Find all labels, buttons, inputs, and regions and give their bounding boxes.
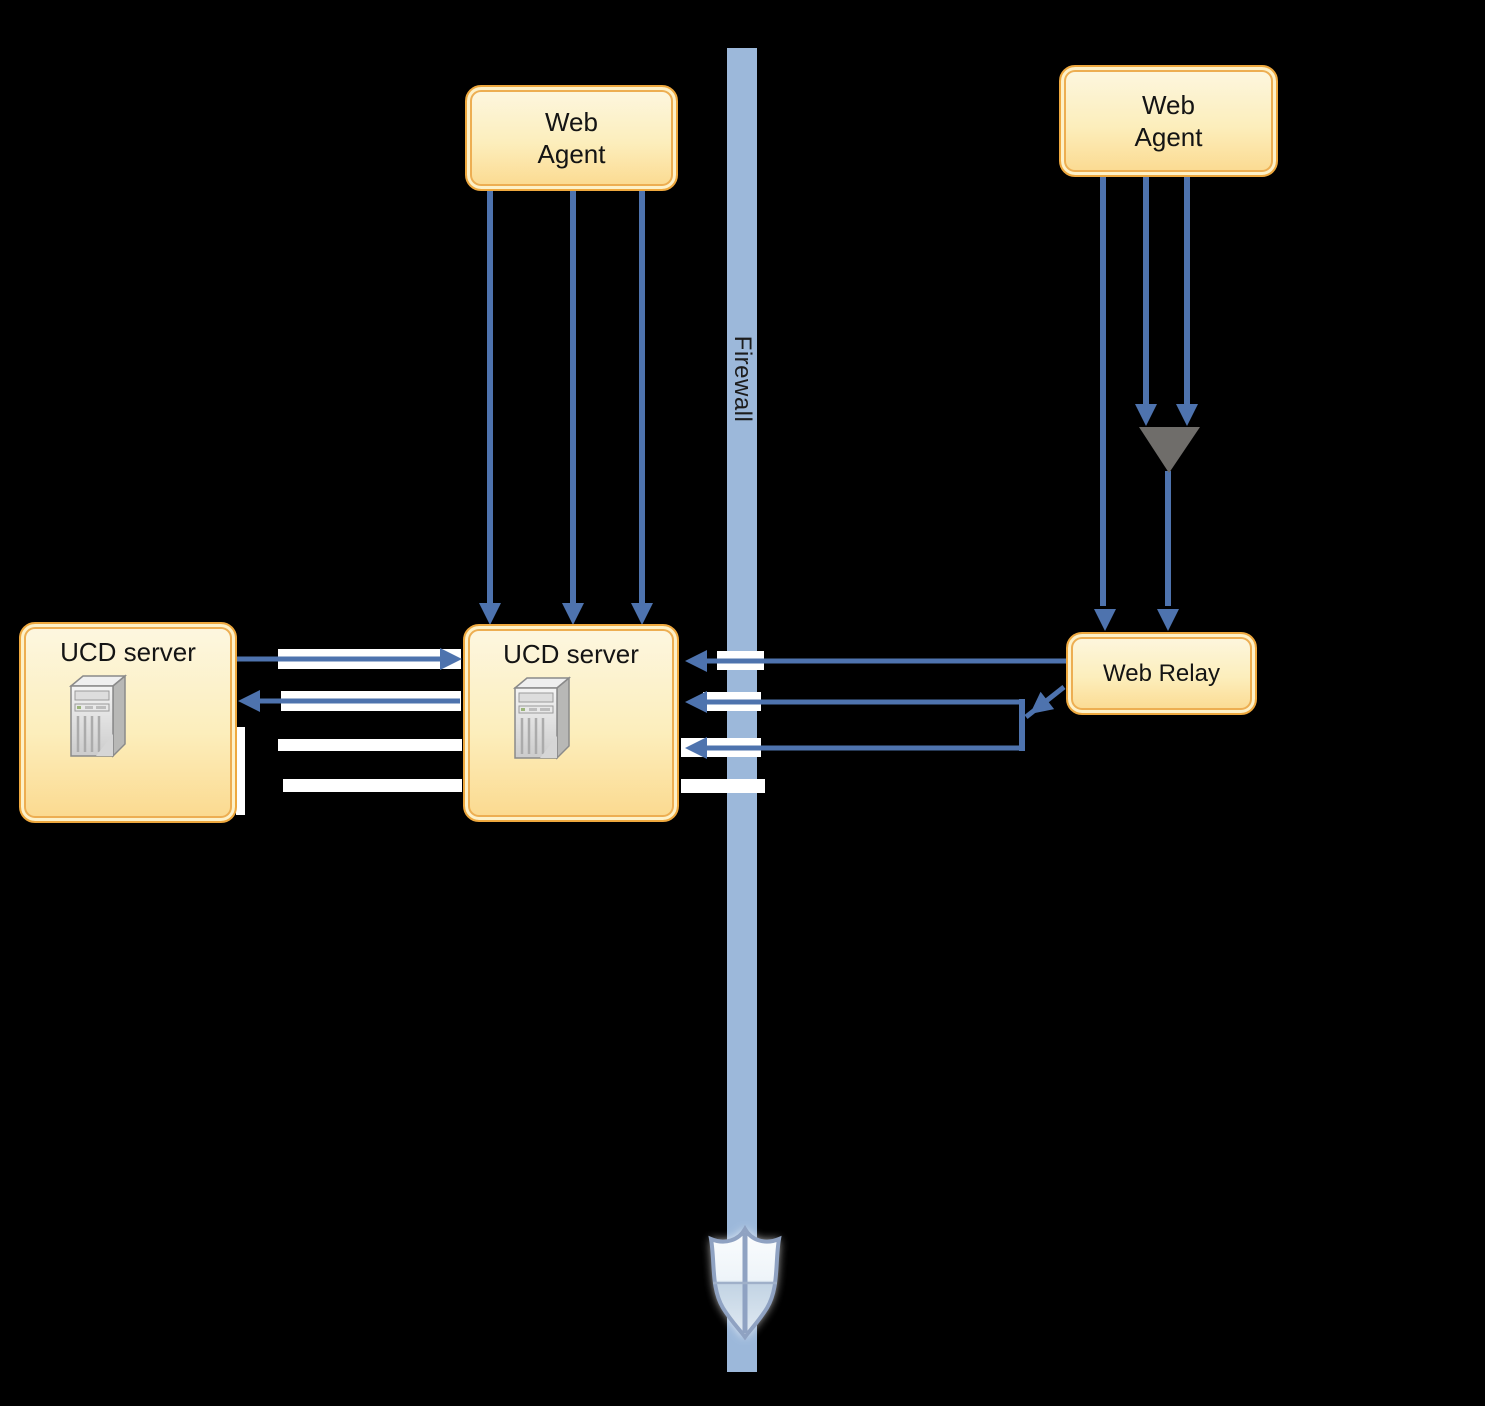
security-shield-icon [708, 1224, 782, 1341]
firewall-label: Firewall [729, 335, 756, 423]
merge-funnel-icon [1139, 427, 1200, 473]
web-agent-left-label: Web Agent [537, 106, 606, 170]
node-ucd-server-center: UCD server [463, 624, 679, 822]
arrowheads [238, 404, 1198, 759]
node-web-relay: Web Relay [1066, 632, 1257, 715]
ucd-server-center-label: UCD server [503, 639, 639, 669]
node-ucd-server-left: UCD server [19, 622, 237, 823]
web-agent-right-label: Web Agent [1134, 89, 1203, 153]
node-web-agent-left: Web Agent [465, 85, 678, 191]
tower-server-icon [68, 674, 128, 758]
ucd-server-left-label: UCD server [60, 637, 196, 667]
connection-lines [237, 177, 1190, 751]
tower-server-icon [512, 676, 572, 760]
node-web-agent-right: Web Agent [1059, 65, 1278, 177]
web-relay-label: Web Relay [1103, 659, 1220, 687]
